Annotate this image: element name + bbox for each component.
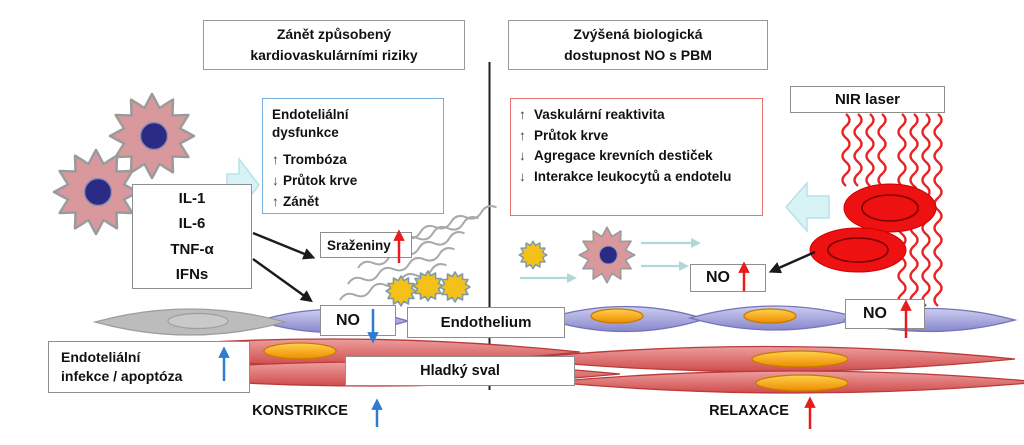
pbm-item: ↓ Agregace krevních destiček	[519, 147, 754, 166]
pbm-item: ↑ Průtok krve	[519, 127, 754, 146]
left-title-line1: Zánět způsobený	[276, 26, 392, 42]
konstrikce-label: KONSTRIKCE	[252, 403, 348, 419]
pbm-item: ↑ Vaskulární reaktivita	[519, 106, 754, 125]
rbc-to-no-arrow	[768, 250, 816, 274]
infekce-line1: Endoteliální	[61, 349, 141, 366]
endothelial-dysfunction-box: Endoteliální dysfunkce ↑ Trombóza ↓ Průt…	[262, 98, 444, 214]
no-decrease-box: NO	[320, 305, 396, 336]
down-arrow-icon: ↓	[519, 168, 526, 184]
dysfunction-item: ↑ Trombóza	[272, 150, 434, 171]
up-arrow-icon: ↑	[272, 152, 279, 168]
dysfunction-item: ↑ Zánět	[272, 192, 434, 213]
hladky-sval-label: Hladký sval	[420, 363, 500, 379]
up-arrow-icon: ↑	[272, 193, 279, 209]
macrophage-cell	[108, 92, 196, 180]
cytokine-box: IL-1 IL-6 TNF-α IFNs	[132, 184, 252, 289]
cytokine-to-no-arrow	[252, 258, 313, 303]
block-arrow-left-icon	[785, 181, 830, 233]
hladky-sval-box: Hladký sval	[345, 356, 575, 386]
relaxace-label: RELAXACE	[709, 403, 789, 419]
muscle-nucleus	[755, 374, 849, 392]
endothelial-nucleus	[590, 308, 644, 324]
no-label: NO	[336, 311, 360, 329]
endothelium-box: Endothelium	[407, 307, 565, 338]
no-label: NO	[706, 269, 730, 286]
dysfunction-item: ↓ Průtok krve	[272, 171, 434, 192]
laser-waves	[841, 112, 943, 308]
right-title-box: Zvýšená biologická dostupnost NO s PBM	[508, 20, 768, 70]
cytokine-il6: IL-6	[178, 215, 206, 232]
dysfunction-item-text: Zánět	[283, 193, 320, 209]
dysfunction-title-line2: dysfunkce	[272, 124, 339, 140]
dysfunction-item-text: Trombóza	[283, 152, 347, 168]
dysfunction-item-text: Průtok krve	[283, 173, 358, 189]
macrophage-cell	[578, 226, 636, 284]
cytokine-il1: IL-1	[178, 189, 206, 207]
red-blood-cell	[843, 183, 937, 233]
platelet-cell	[412, 270, 444, 302]
pbm-effects-box: ↑ Vaskulární reaktivita ↑ Průtok krve ↓ …	[510, 98, 763, 216]
infekce-line2: infekce / apoptóza	[61, 368, 183, 384]
nir-laser-label: NIR laser	[834, 91, 901, 108]
dead-endothelial-cell	[92, 308, 288, 336]
flow-arrows	[520, 238, 701, 283]
down-arrow-icon: ↓	[519, 148, 526, 164]
platelet-cell	[518, 240, 548, 270]
right-title-line2: dostupnost NO s PBM	[564, 47, 712, 63]
cytokine-to-clot-arrow	[252, 231, 316, 260]
left-title-line2: kardiovaskulárními riziky	[250, 47, 418, 63]
macrophage-cell	[52, 148, 140, 236]
muscle-nucleus	[751, 350, 849, 368]
cytokine-ifn: IFNs	[175, 266, 209, 283]
srazeniny-box: Sraženiny	[320, 232, 412, 258]
right-title-line1: Zvýšená biologická	[573, 26, 703, 42]
endothelial-nucleus	[743, 308, 797, 324]
endothelial-infection-box: Endoteliální infekce / apoptóza	[48, 341, 250, 393]
endothelium-label: Endothelium	[440, 314, 532, 331]
no-increase-right-box: NO	[845, 299, 925, 329]
up-arrow-icon: ↑	[519, 107, 526, 122]
srazeniny-label: Sraženiny	[327, 237, 391, 253]
pbm-item-text: Agregace krevních destiček	[534, 148, 713, 164]
pbm-item-text: Vaskulární reaktivita	[534, 107, 665, 122]
up-arrow-icon: ↑	[519, 127, 526, 143]
dysfunction-title-line1: Endoteliální	[272, 107, 349, 122]
no-increase-mid-box: NO	[690, 264, 766, 292]
nir-laser-box: NIR laser	[790, 86, 945, 113]
left-title-box: Zánět způsobený kardiovaskulárními rizik…	[203, 20, 465, 70]
pbm-item-text: Interakce leukocytů a endotelu	[534, 168, 732, 184]
red-blood-cell	[809, 227, 907, 273]
cytokine-tnf: TNF-α	[170, 240, 214, 258]
down-arrow-icon: ↓	[272, 173, 279, 189]
pbm-item: ↓ Interakce leukocytů a endotelu	[519, 168, 754, 187]
pbm-item-text: Průtok krve	[534, 127, 609, 143]
muscle-nucleus	[263, 342, 337, 360]
no-label: NO	[863, 305, 887, 322]
platelet-cell	[385, 275, 417, 307]
platelet-cell	[439, 271, 471, 303]
